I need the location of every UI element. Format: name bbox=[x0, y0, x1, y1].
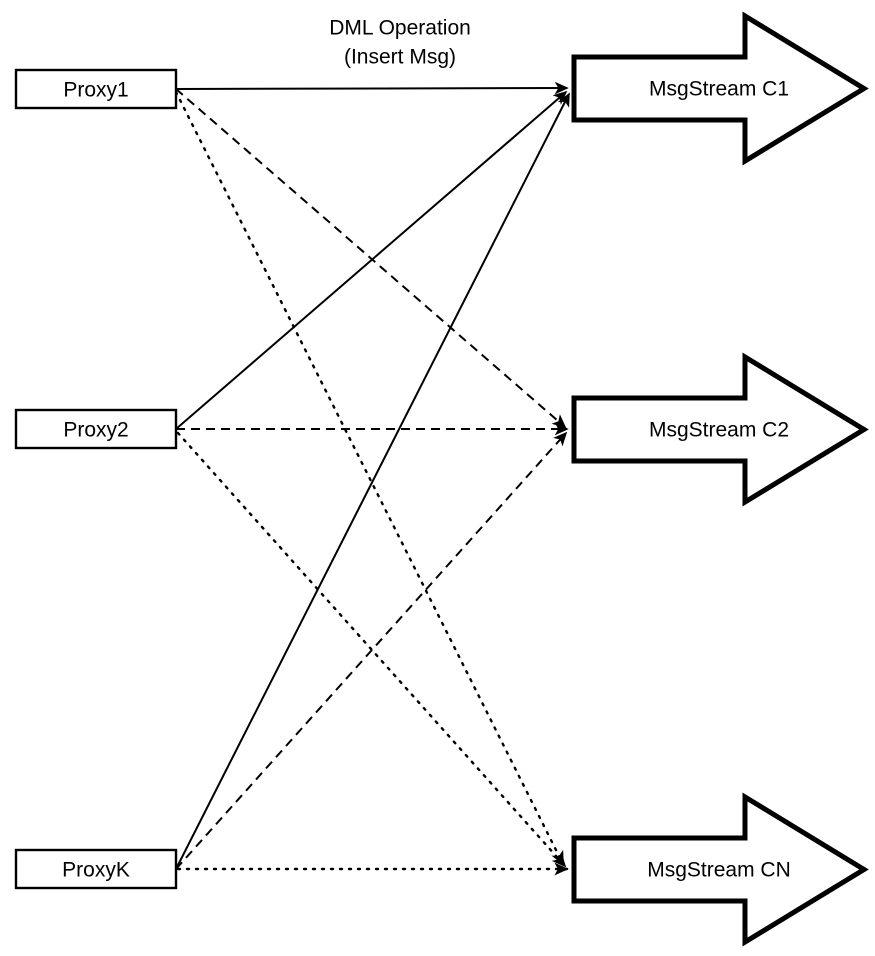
msgstream-block-arrow-shape bbox=[571, 11, 869, 166]
edge-proxyk-to-c2 bbox=[175, 431, 568, 870]
proxy-box-label: Proxy2 bbox=[63, 419, 128, 442]
edge-line-dashed bbox=[175, 88, 567, 429]
edge-caption-line-1: DML Operation bbox=[329, 17, 471, 40]
msgstream-node-msgstream_cn[interactable]: MsgStream CN bbox=[571, 792, 869, 947]
proxy-box-rect bbox=[14, 68, 178, 110]
edge-proxy2-to-c1 bbox=[175, 90, 568, 430]
msgstream-label: MsgStream C2 bbox=[649, 419, 789, 442]
msgstream-label: MsgStream CN bbox=[647, 859, 791, 882]
proxy-node-proxy2[interactable]: Proxy2 bbox=[14, 408, 178, 450]
edge-proxy1-to-cn bbox=[174, 90, 565, 866]
msgstream-block-arrow-shape bbox=[571, 352, 869, 507]
proxy-box-label: Proxy1 bbox=[63, 79, 128, 102]
edge-proxy1-to-c2 bbox=[175, 88, 567, 429]
edges-layer bbox=[174, 81, 570, 876]
edge-line-dotted bbox=[174, 90, 565, 866]
edge-line-dashed bbox=[175, 431, 568, 870]
proxy-node-proxyk[interactable]: ProxyK bbox=[14, 848, 178, 890]
proxy-box-label: ProxyK bbox=[62, 859, 130, 882]
edge-proxy1-to-c1 bbox=[175, 81, 569, 95]
proxy-box-rect bbox=[14, 848, 178, 890]
msgstream-nodes-layer: MsgStream C1 MsgStream C2 MsgStream CN bbox=[571, 11, 869, 947]
msgstream-block-arrow-shape bbox=[571, 792, 869, 947]
edge-line-solid bbox=[175, 81, 569, 95]
edge-line-solid bbox=[175, 90, 568, 430]
edge-caption-line-2: (Insert Msg) bbox=[344, 46, 456, 69]
msgstream-node-msgstream_c1[interactable]: MsgStream C1 bbox=[571, 11, 869, 166]
proxy-box-rect bbox=[14, 408, 178, 450]
proxy-node-proxy1[interactable]: Proxy1 bbox=[14, 68, 178, 110]
edge-caption-dml-operation: DML Operation (Insert Msg) bbox=[329, 17, 471, 69]
msgstream-node-msgstream_c2[interactable]: MsgStream C2 bbox=[571, 352, 869, 507]
edge-line-solid bbox=[175, 92, 570, 870]
edge-proxyk-to-c1 bbox=[175, 92, 570, 870]
msgstream-label: MsgStream C1 bbox=[649, 78, 789, 101]
